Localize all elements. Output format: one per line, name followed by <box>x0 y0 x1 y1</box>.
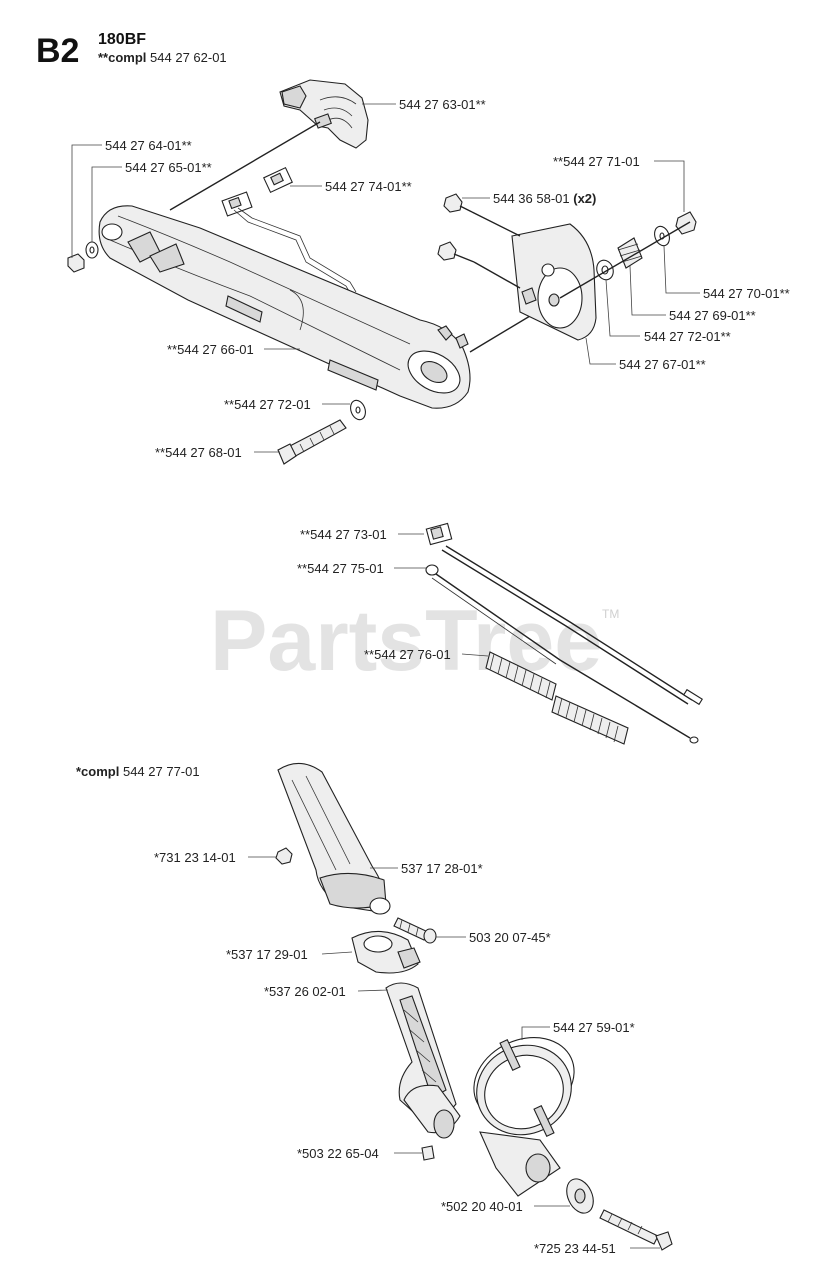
long-bolt-part <box>599 1209 673 1251</box>
callout-544-27-73-01: **544 27 73-01 <box>300 527 387 542</box>
callout-544-36-58-01: 544 36 58-01 (x2) <box>493 191 596 206</box>
handle-body-part <box>98 205 471 409</box>
callout-544-27-69-01: 544 27 69-01** <box>669 308 756 323</box>
part-callouts: 544 27 63-01** 544 27 64-01** 544 27 65-… <box>76 97 790 1256</box>
section-number: B2 <box>36 32 79 70</box>
spring-stack-part <box>596 211 697 281</box>
knob-part <box>566 1178 594 1214</box>
top-clip-part <box>279 79 369 149</box>
callout-503-22-65-04: *503 22 65-04 <box>297 1146 379 1161</box>
callout-544-27-72-01-right: 544 27 72-01** <box>644 329 731 344</box>
callout-537-26-02-01: *537 26 02-01 <box>264 984 346 999</box>
callout-544-27-63-01: 544 27 63-01** <box>399 97 486 112</box>
callout-544-27-65-01: 544 27 65-01** <box>125 160 212 175</box>
page-header: B2 180BF **compl 544 27 62-01 <box>36 31 227 70</box>
small-nut-part <box>275 847 293 865</box>
callout-544-27-71-01: **544 27 71-01 <box>553 154 640 169</box>
callout-731-23-14-01: *731 23 14-01 <box>154 850 236 865</box>
spring-coils <box>485 651 629 745</box>
left-nut-washer-part <box>67 241 99 273</box>
watermark-text: PartsTree <box>210 593 602 689</box>
bracket-screws-part <box>437 193 521 289</box>
lower-bolt-washer-part <box>277 399 366 465</box>
connector-part <box>263 166 293 194</box>
shaft-tube-part <box>385 982 461 1139</box>
callout-725-23-44-51: *725 23 44-51 <box>534 1241 616 1256</box>
callout-544-27-74-01: 544 27 74-01** <box>325 179 412 194</box>
switch-part <box>221 191 357 297</box>
callout-544-27-72-01-left: **544 27 72-01 <box>224 397 311 412</box>
callout-544-27-76-01: **544 27 76-01 <box>364 647 451 662</box>
callout-544-27-59-01: 544 27 59-01* <box>553 1020 635 1035</box>
grip-part <box>277 762 391 915</box>
grip-screw-part <box>393 917 437 944</box>
callout-544-27-67-01: 544 27 67-01** <box>619 357 706 372</box>
callout-544-27-64-01: 544 27 64-01** <box>105 138 192 153</box>
assembly-compl-label: **compl 544 27 62-01 <box>98 50 227 65</box>
watermark: PartsTree TM <box>210 593 619 689</box>
callout-544-27-68-01: **544 27 68-01 <box>155 445 242 460</box>
callout-537-17-29-01: *537 17 29-01 <box>226 947 308 962</box>
model-name: 180BF <box>98 31 146 48</box>
callout-544-27-75-01: **544 27 75-01 <box>297 561 384 576</box>
callout-544-27-70-01: 544 27 70-01** <box>703 286 790 301</box>
throttle-cable-drawing <box>425 522 703 745</box>
callout-503-20-07-45: 503 20 07-45* <box>469 930 551 945</box>
square-nut-part <box>421 1145 435 1161</box>
callout-502-20-40-01: *502 20 40-01 <box>441 1199 523 1214</box>
adapter-part <box>351 930 421 974</box>
bracket-plate-part <box>511 223 597 341</box>
callout-537-17-28-01: 537 17 28-01* <box>401 861 483 876</box>
handle-assembly-drawing <box>67 79 697 465</box>
leader-lines <box>71 103 700 1249</box>
group-compl-label: *compl 544 27 77-01 <box>76 764 200 779</box>
watermark-tm: TM <box>602 607 619 621</box>
clamp-ring-part <box>473 1037 575 1197</box>
callout-544-27-66-01: **544 27 66-01 <box>167 342 254 357</box>
grip-clamp-drawing <box>275 762 673 1251</box>
